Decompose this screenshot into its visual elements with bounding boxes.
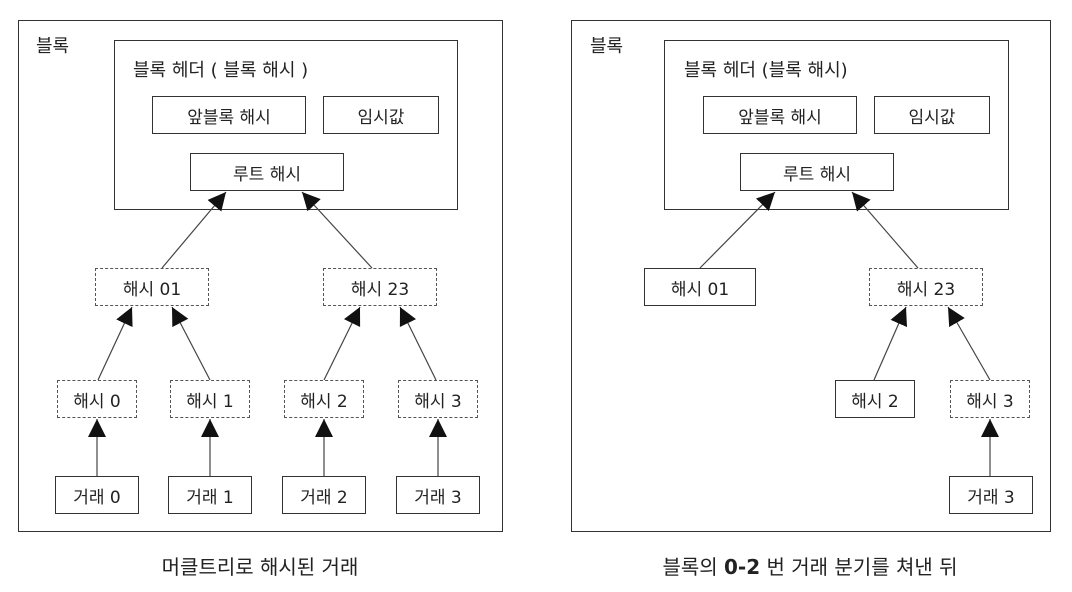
right-nonce-box: 임시값 xyxy=(874,96,990,134)
right-caption: 블록의 0-2 번 거래 분기를 쳐낸 뒤 xyxy=(600,551,1020,580)
right-arrow-hash2-hash23 xyxy=(873,306,908,381)
right-hash01-box: 해시 01 xyxy=(644,268,756,306)
left-root-hash-box: 루트 해시 xyxy=(190,153,344,191)
left-arrow-hash23-root xyxy=(301,191,373,269)
left-arrow-hash1-hash01 xyxy=(171,306,211,381)
left-arrow-hash01-root xyxy=(161,191,227,269)
left-block-frame xyxy=(18,20,503,532)
left-tx2-box: 거래 2 xyxy=(282,476,366,514)
right-hash23-box: 해시 23 xyxy=(869,268,983,306)
left-hash1-box: 해시 1 xyxy=(170,380,250,418)
left-hash2-box: 해시 2 xyxy=(284,380,364,418)
left-tx0-box: 거래 0 xyxy=(55,476,139,514)
left-tx1-box: 거래 1 xyxy=(168,476,252,514)
left-header-frame xyxy=(114,40,458,210)
right-caption-bold: 0-2 xyxy=(724,555,761,579)
right-tx3-box: 거래 3 xyxy=(949,476,1033,514)
right-hash2-box: 해시 2 xyxy=(835,380,915,418)
right-arrow-hash3-hash23 xyxy=(947,306,991,381)
left-arrow-hash0-hash01 xyxy=(97,306,133,381)
left-nonce-box: 임시값 xyxy=(323,96,439,134)
right-header-frame xyxy=(664,40,1009,210)
right-prev-hash-box: 앞블록 해시 xyxy=(703,96,857,134)
right-block-frame xyxy=(571,20,1051,532)
right-arrow-hash23-root xyxy=(851,191,919,269)
left-arrow-hash3-hash23 xyxy=(399,306,437,381)
right-caption-post: 번 거래 분기를 쳐낸 뒤 xyxy=(760,555,958,579)
left-prev-hash-box: 앞블록 해시 xyxy=(152,96,306,134)
left-hash3-box: 해시 3 xyxy=(398,380,478,418)
left-header-label: 블록 헤더 ( 블록 해시 ) xyxy=(133,60,309,81)
right-hash3-box: 해시 3 xyxy=(950,380,1030,418)
left-hash01-box: 해시 01 xyxy=(95,268,209,306)
left-caption: 머클트리로 해시된 거래 xyxy=(161,555,359,579)
right-root-hash-box: 루트 해시 xyxy=(740,153,894,191)
left-hash0-box: 해시 0 xyxy=(57,380,137,418)
left-tx3-box: 거래 3 xyxy=(396,476,480,514)
right-block-label: 블록 xyxy=(590,36,624,57)
right-header-label: 블록 헤더 (블록 해시) xyxy=(684,60,848,81)
left-hash23-box: 해시 23 xyxy=(323,268,437,306)
right-caption-pre: 블록의 xyxy=(662,555,725,579)
right-arrow-hash01-root xyxy=(699,191,776,269)
left-block-label: 블록 xyxy=(36,36,70,57)
left-arrow-hash2-hash23 xyxy=(323,306,361,381)
